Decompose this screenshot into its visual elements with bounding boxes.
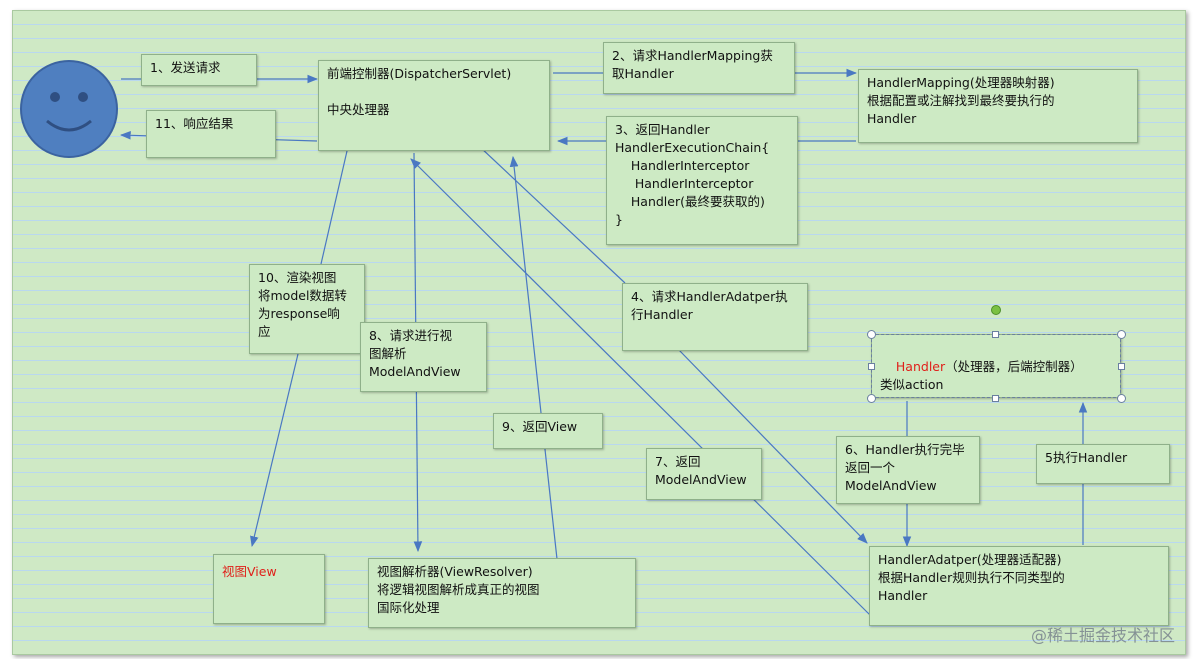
handler-subtitle: （处理器，后端控制器） [945,359,1083,374]
selection-handle-tl[interactable] [867,330,876,339]
request-handler-mapping-label: 2、请求HandlerMapping获 取Handler [603,42,795,94]
view-label: 视图View [222,564,277,579]
request-handler-adapter-label: 4、请求HandlerAdatper执 行Handler [622,283,808,351]
return-handler-chain-box: 3、返回Handler HandlerExecutionChain{ Handl… [606,116,798,245]
arrow-request-adapter-2 [677,348,868,544]
return-view-label: 9、返回View [493,413,603,449]
selection-handle-mr[interactable] [1118,363,1125,370]
rotate-handle[interactable] [991,305,1001,315]
selection-outline[interactable] [871,334,1121,398]
exec-handler-label: 5执行Handler [1036,444,1170,484]
selection-handle-tm[interactable] [992,331,999,338]
handler-done-label: 6、Handler执行完毕 返回一个 ModelAndView [836,436,980,504]
arrow-return-mav [410,158,872,617]
selection-handle-tr[interactable] [1117,330,1126,339]
view-resolver-box: 视图解析器(ViewResolver) 将逻辑视图解析成真正的视图 国际化处理 [368,558,636,628]
send-request-label: 1、发送请求 [141,54,257,86]
selection-handle-bl[interactable] [867,394,876,403]
arrow-request-adapter [479,146,626,284]
selection-handle-ml[interactable] [868,363,875,370]
selection-handle-br[interactable] [1117,394,1126,403]
smiley-face-icon [20,60,118,158]
handler-title: Handler [895,359,946,374]
diagram-canvas: 1、发送请求 11、响应结果 前端控制器(DispatcherServlet) … [12,10,1186,655]
response-result-label: 11、响应结果 [146,110,276,158]
view-box: 视图View [213,554,325,624]
handler-adapter-box: HandlerAdatper(处理器适配器) 根据Handler规则执行不同类型… [869,546,1169,626]
render-view-label: 10、渲染视图 将model数据转 为response响 应 [249,264,365,354]
resolve-view-label: 8、请求进行视 图解析 ModelAndView [360,322,487,392]
arrow-return-view [509,155,558,560]
return-model-and-view-label: 7、返回 ModelAndView [646,448,762,500]
handler-like-action: 类似action [880,377,944,392]
handler-box: Handler（处理器，后端控制器） 类似action [871,334,1121,398]
arrow-render-view [320,150,348,265]
watermark: @稀土掘金技术社区 [1030,626,1175,645]
dispatcher-servlet-box: 前端控制器(DispatcherServlet) 中央处理器 [318,60,550,151]
handler-mapping-box: HandlerMapping(处理器映射器) 根据配置或注解找到最终要执行的 H… [858,69,1138,143]
arrow-render-view-2 [250,353,299,548]
selection-handle-bm[interactable] [992,395,999,402]
